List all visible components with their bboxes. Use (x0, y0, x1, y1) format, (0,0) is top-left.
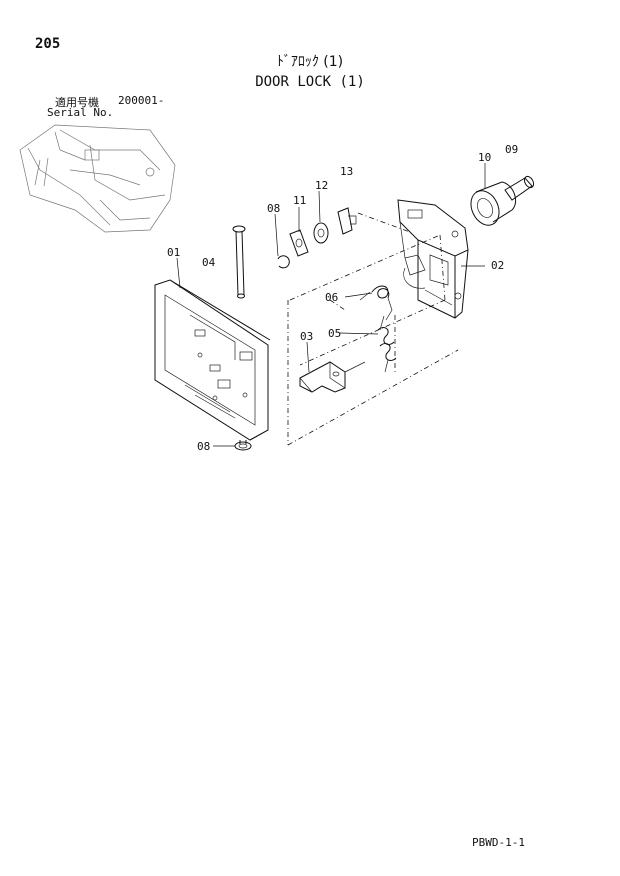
machine-thumbnail-illustration (19, 124, 176, 233)
footer-page-code: PBWD-1-1 (472, 836, 525, 849)
callout-04: 04 (202, 256, 216, 269)
serial-label-english: Serial No. (47, 106, 114, 119)
callout-03: 03 (300, 330, 313, 343)
part-03-lever (299, 361, 366, 393)
callout-12: 12 (315, 179, 328, 192)
callout-06: 06 (325, 291, 338, 304)
assembly-boundary-lines (287, 212, 459, 446)
callout-01: 01 (167, 246, 180, 259)
callout-08-lower: 08 (197, 440, 210, 453)
part-10-lock-cylinder (470, 181, 517, 226)
part-09-key (504, 175, 535, 201)
part-12-round-washer (313, 222, 329, 244)
callout-05: 05 (328, 327, 341, 340)
part-13-retaining-clip (337, 207, 357, 235)
page-number: 205 (35, 36, 61, 52)
serial-label-japanese: 適用号機 (55, 96, 99, 109)
callout-13: 13 (340, 165, 353, 178)
part-08-circlip-upper (277, 255, 290, 269)
callout-11: 11 (293, 194, 306, 207)
serial-number-value: 200001- (118, 94, 165, 107)
part-08-circlip-lower (234, 440, 252, 451)
part-11-square-washer (289, 229, 309, 257)
title-english: DOOR LOCK (1) (255, 74, 365, 90)
part-04-pin (232, 225, 246, 299)
part-02-lock-bracket (397, 199, 469, 319)
callout-02: 02 (491, 259, 504, 272)
callout-10: 10 (478, 151, 491, 164)
callout-labels: 01 02 03 04 05 06 08 08 09 10 11 12 13 (167, 143, 518, 453)
title-japanese: ﾄﾞｱﾛｯｸ (1) (276, 54, 344, 70)
leader-lines (176, 163, 486, 447)
callout-08-upper: 08 (267, 202, 280, 215)
part-01-lock-plate (154, 279, 271, 441)
part-06-upper-spring (359, 285, 393, 321)
callout-09: 09 (505, 143, 518, 156)
part-05-lower-spring (377, 315, 397, 373)
